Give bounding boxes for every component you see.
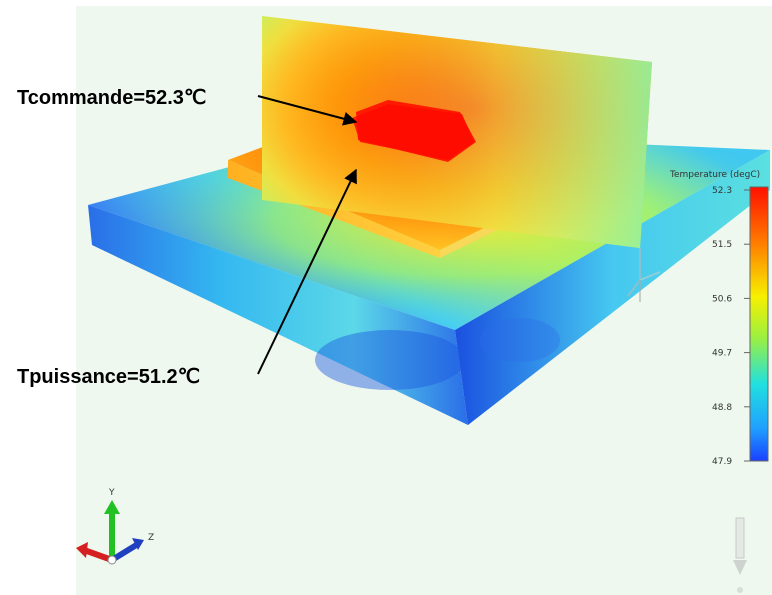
legend-tick-label: 47.9 xyxy=(712,457,732,467)
legend-tick-label: 49.7 xyxy=(712,349,732,359)
legend-tick-label: 50.6 xyxy=(712,294,732,304)
label-tcommande: Tcommande=52.3℃ xyxy=(17,87,206,109)
arrow-commande xyxy=(257,95,358,126)
arrow-puissance xyxy=(257,168,357,375)
label-tpuissance: Tpuissance=51.2℃ xyxy=(17,366,200,388)
legend-tick-label: 52.3 xyxy=(712,186,732,196)
coordinate-axes-icon: Y Z xyxy=(76,488,154,565)
temperature-legend: Temperature (degC) 52.3 51.5 50.6 49.7 48.8 4… xyxy=(669,170,769,467)
axis-z-label: Z xyxy=(148,533,154,543)
hotspot-commande xyxy=(352,104,474,160)
axis-y-label: Y xyxy=(108,488,115,498)
legend-tick-label: 51.5 xyxy=(712,240,732,250)
legend-colorbar xyxy=(749,186,769,462)
secondary-triad-icon xyxy=(733,517,747,593)
view-triad-icon[interactable] xyxy=(627,248,661,302)
legend-tick-label: 48.8 xyxy=(712,403,732,413)
legend-title: Temperature (degC) xyxy=(669,170,760,180)
